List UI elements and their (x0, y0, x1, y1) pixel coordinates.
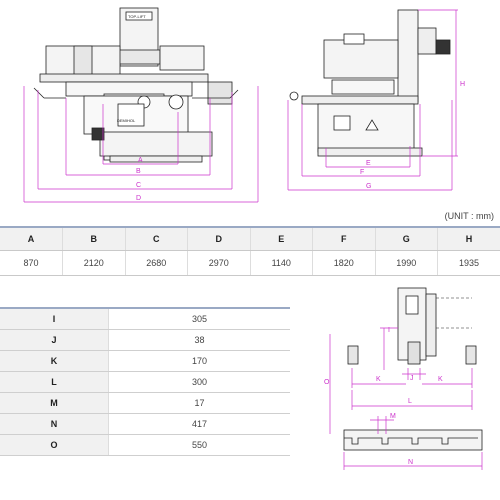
table-dim-key: O (0, 434, 109, 456)
dimension-header: A (0, 226, 63, 251)
dim-label-i: I (388, 327, 390, 334)
table-dim-value: 305 (108, 307, 290, 330)
dimension-value: 1820 (312, 250, 375, 276)
table-dim-key: M (0, 392, 109, 414)
table-dim-value: 38 (108, 329, 290, 351)
dimension-header: C (124, 226, 188, 251)
table-dim-value: 17 (108, 392, 290, 414)
front-view-drawing: DEMIHOL TOP-LIFT A B C D (23, 7, 259, 203)
front-brand: DEMIHOL (117, 118, 136, 123)
dim-label-l: L (408, 398, 412, 405)
dim-label-n: N (408, 459, 413, 466)
dim-label-o: O (324, 379, 330, 386)
table-dim-key: K (0, 350, 109, 372)
dimension-header: E (249, 226, 313, 251)
dim-label-a: A (138, 157, 143, 164)
dim-label-c: C (136, 182, 141, 189)
dimension-value: 2120 (62, 250, 125, 276)
dim-label-d: D (136, 195, 141, 202)
dim-label-k-right: K (438, 376, 443, 383)
dim-label-b: B (136, 168, 141, 175)
front-panel-text: TOP-LIFT (128, 14, 146, 19)
dimension-value: 870 (0, 250, 63, 276)
table-dim-key: J (0, 329, 109, 351)
dimension-value: 1935 (437, 250, 500, 276)
table-dim-key: L (0, 371, 109, 393)
dimension-table: A B C D E F G H 870 2120 2680 2970 1140 … (0, 226, 500, 276)
table-dim-value: 170 (108, 350, 290, 372)
dim-label-m: M (390, 413, 396, 420)
table-detail-drawing: I J K K L M N O (324, 287, 483, 470)
dim-label-k-left: K (376, 376, 381, 383)
dim-label-h: H (460, 81, 465, 88)
dimension-value: 2680 (124, 250, 188, 276)
dim-label-e: E (366, 160, 371, 167)
side-view-drawing: E F G H (287, 9, 465, 191)
dimension-header: D (187, 226, 250, 251)
table-dim-value: 417 (108, 413, 290, 435)
dimension-header: B (62, 226, 125, 251)
dimension-value-row: 870 2120 2680 2970 1140 1820 1990 1935 (0, 250, 500, 276)
table-dim-key: N (0, 413, 109, 435)
dimension-header: F (312, 226, 375, 251)
table-dim-value: 550 (108, 434, 290, 456)
dimension-header: H (437, 226, 500, 251)
table-dim-key: I (0, 307, 109, 330)
dim-label-j: J (410, 375, 414, 382)
dimension-value: 2970 (187, 250, 250, 276)
dimension-value: 1140 (249, 250, 313, 276)
dimension-header-row: A B C D E F G H (0, 226, 500, 251)
unit-label: (UNIT : mm) (444, 211, 494, 221)
dimension-value: 1990 (374, 250, 438, 276)
dim-label-g: G (366, 183, 371, 190)
dimension-header: G (374, 226, 438, 251)
table-dim-value: 300 (108, 371, 290, 393)
dim-label-f: F (360, 169, 364, 176)
